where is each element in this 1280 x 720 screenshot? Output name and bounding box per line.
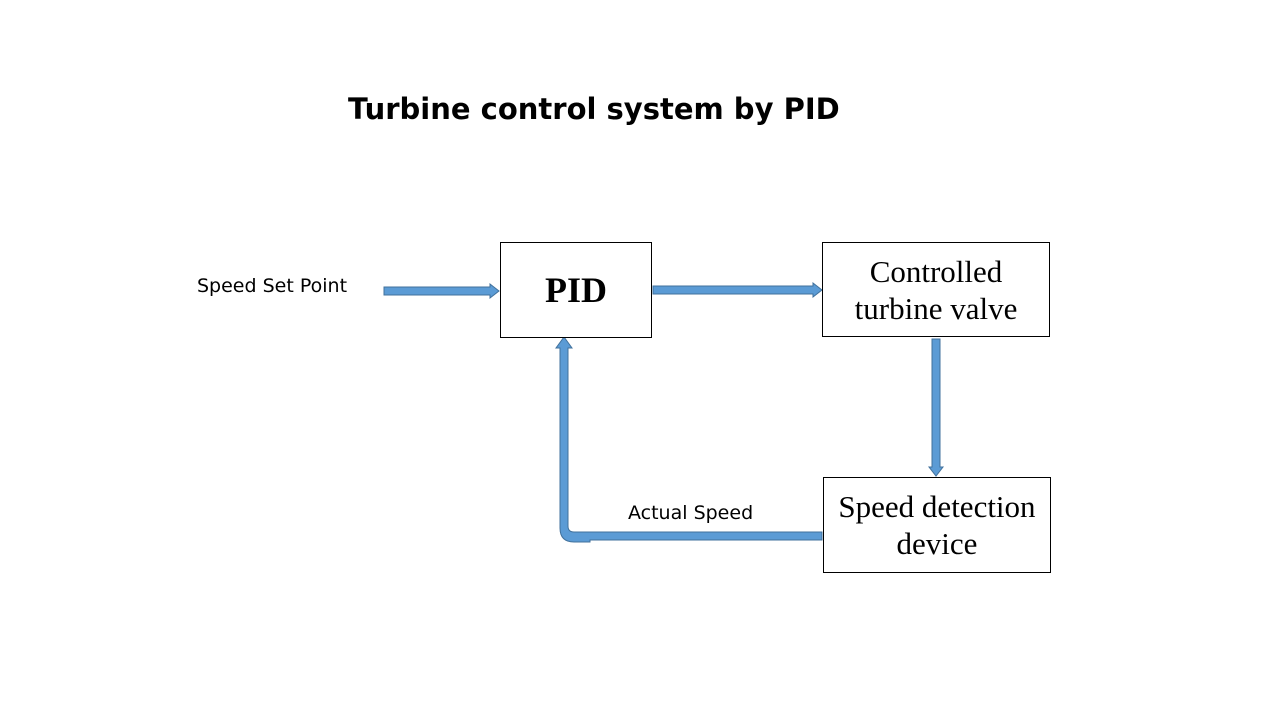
diagram-title: Turbine control system by PID [348, 92, 840, 126]
arrow-feedback-to-pid [555, 336, 823, 543]
arrow-pid-to-valve [652, 281, 823, 299]
speed-detection-label: Speed detection device [838, 489, 1036, 561]
turbine-valve-label: Controlled turbine valve [854, 253, 1018, 326]
arrow-valve-to-sensor [927, 338, 945, 477]
feedback-label: Actual Speed [628, 502, 754, 524]
pid-block-label: PID [545, 270, 607, 310]
turbine-valve-block: Controlled turbine valve [822, 242, 1050, 337]
pid-block: PID [500, 242, 652, 338]
arrow-setpoint-to-pid [383, 282, 500, 300]
speed-detection-block: Speed detection device [823, 477, 1051, 573]
setpoint-label: Speed Set Point [197, 275, 348, 297]
